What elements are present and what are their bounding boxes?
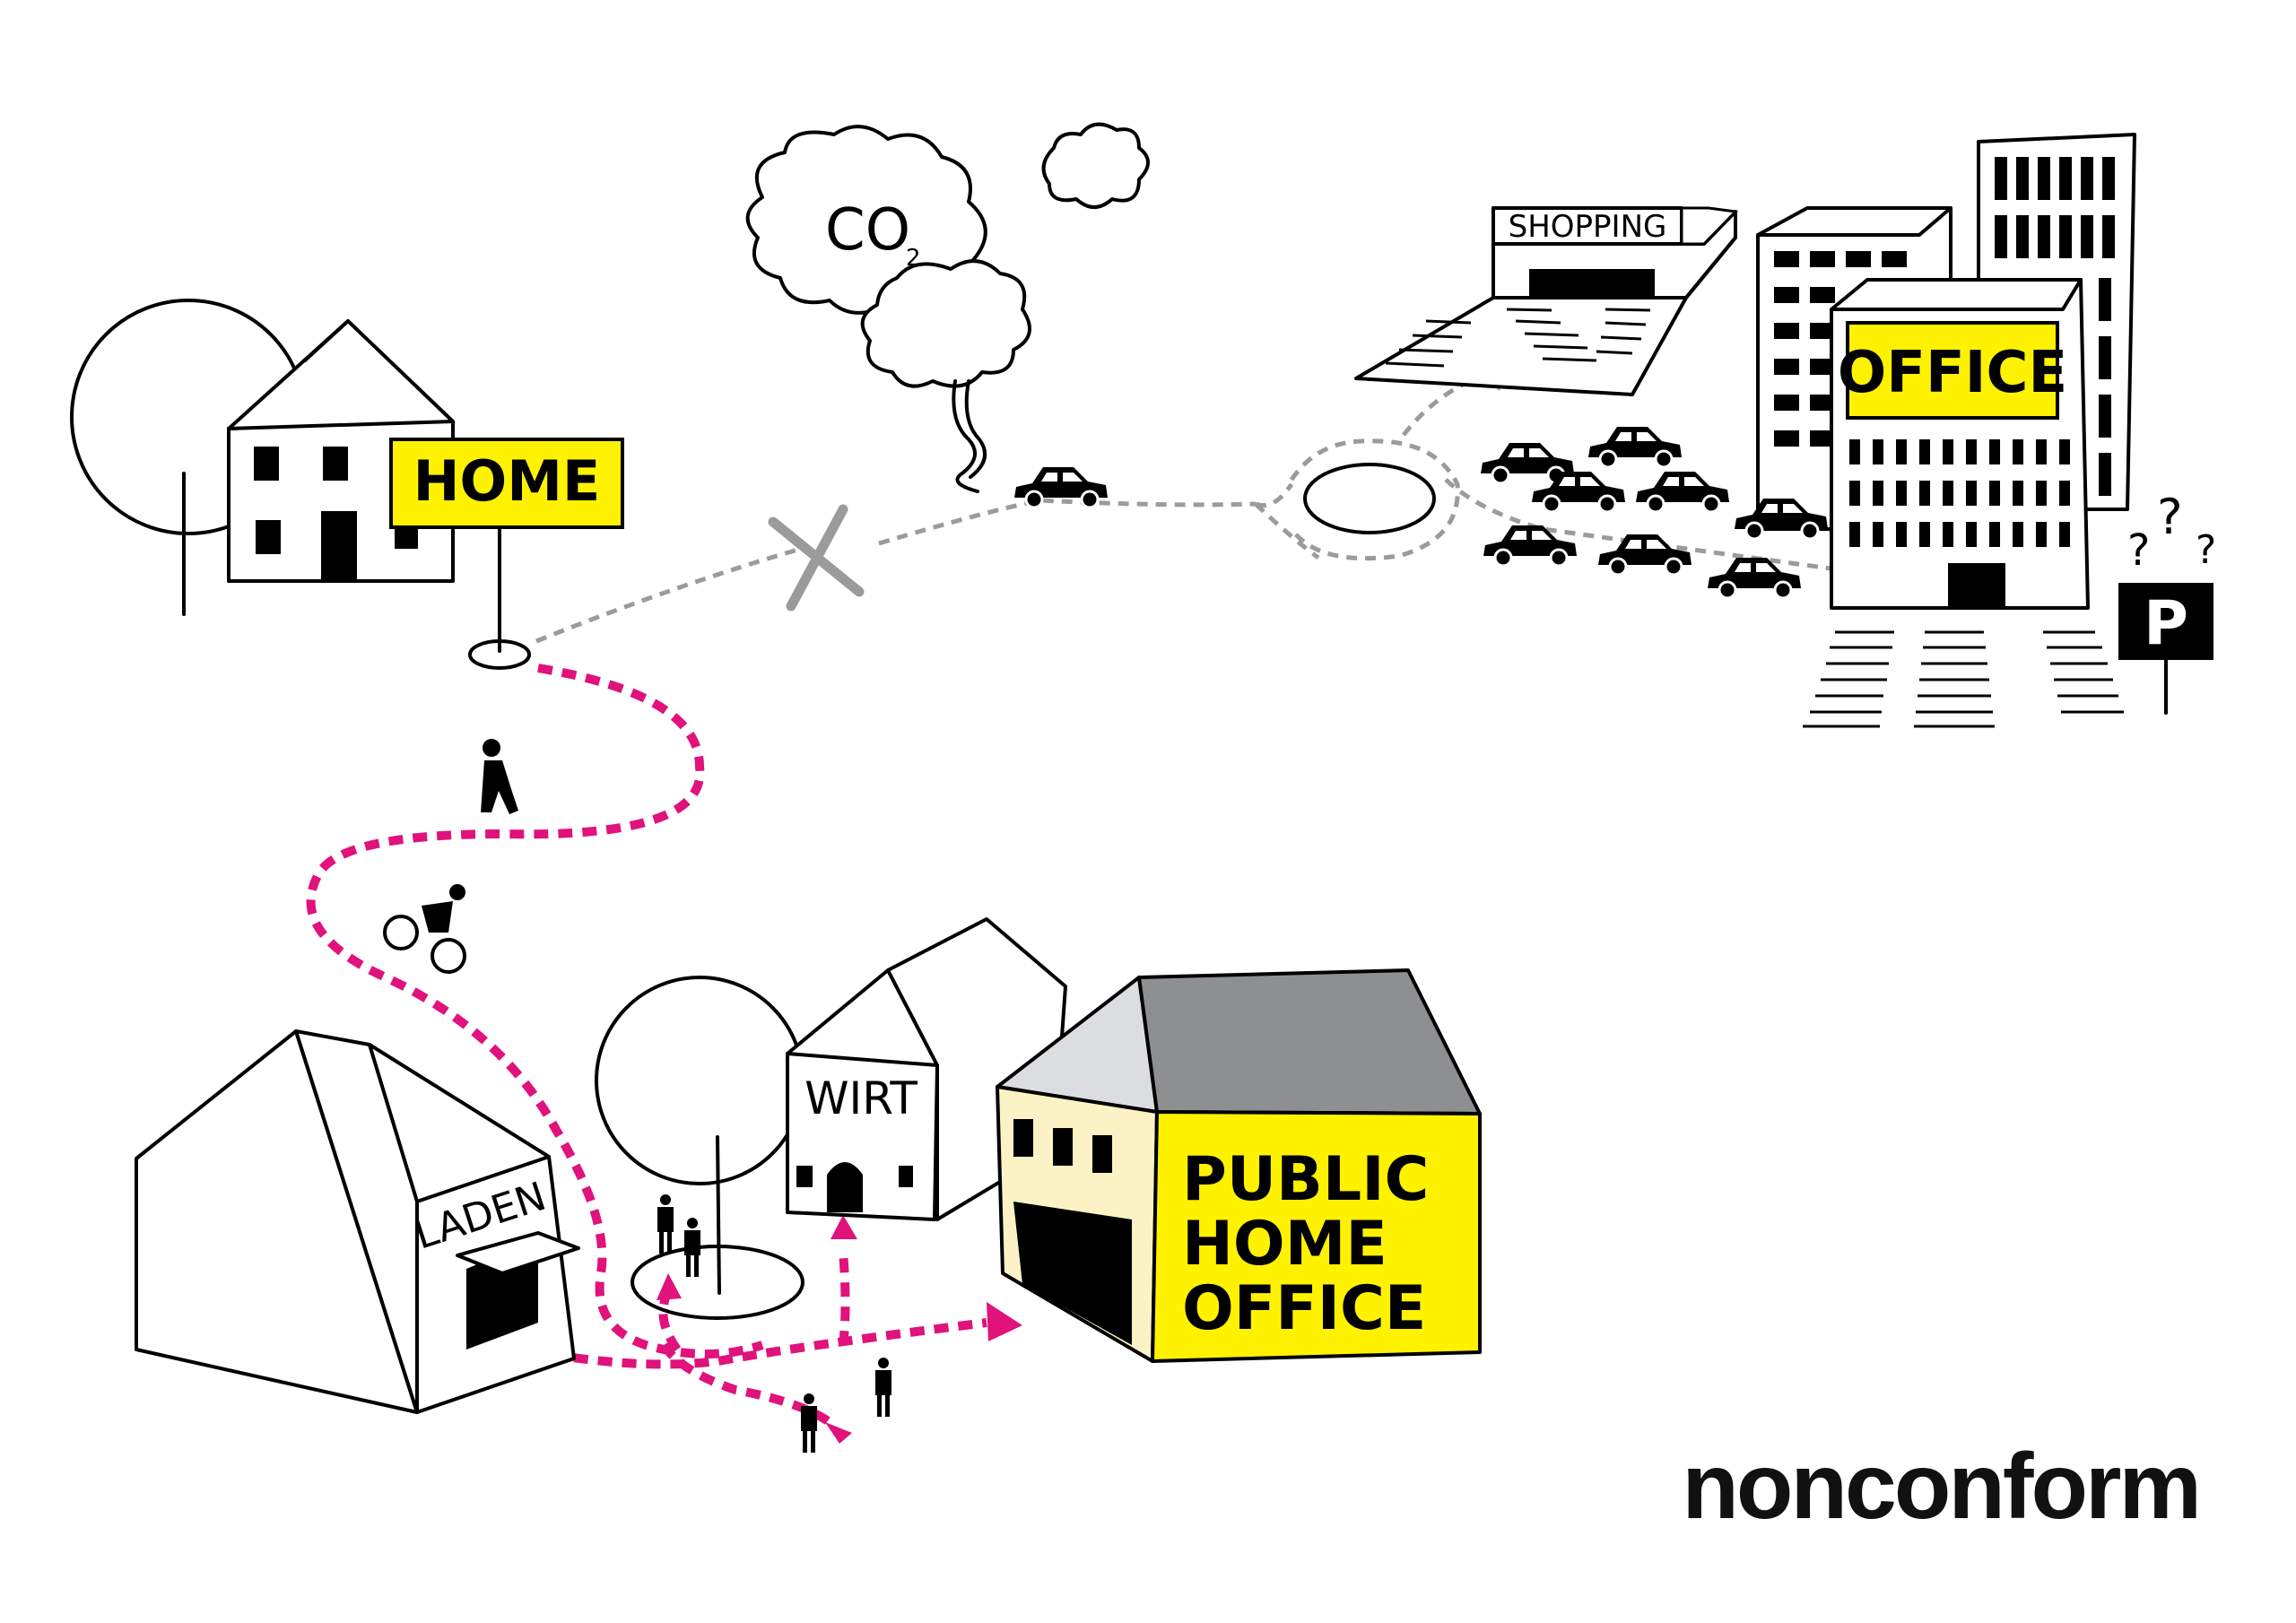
wirt-sign-label: WIRT [804, 1072, 918, 1124]
public-home-office-building: PUBLIC HOME OFFICE [996, 968, 1482, 1363]
cloud-icon [1041, 122, 1150, 209]
cyclist-icon [383, 884, 466, 974]
public-home-office-line2: HOME [1182, 1209, 1387, 1280]
tree-icon [595, 976, 804, 1185]
question-mark: ? [2157, 489, 2183, 545]
laden-shop: LADEN [135, 1029, 580, 1414]
co2-cloud: CO 2 [745, 122, 1150, 493]
car-icon [1482, 524, 1578, 568]
question-mark: ? [2127, 525, 2150, 576]
public-home-office-line1: PUBLIC [1182, 1144, 1429, 1215]
car-icon [1013, 465, 1109, 509]
public-home-office-line3: OFFICE [1182, 1273, 1426, 1344]
person-icon [657, 1194, 674, 1254]
car-icon [1530, 470, 1627, 514]
co2-label: CO [825, 197, 910, 264]
shopping-center: SHOPPING [1354, 206, 1739, 396]
cloud-icon [860, 259, 1031, 388]
office-sign-label: OFFICE [1838, 340, 2067, 406]
roundabout-island [1303, 463, 1436, 534]
parking-sign-icon: P ? ? ? [2118, 489, 2216, 715]
people [657, 1194, 891, 1453]
wirt-inn: WIRT [595, 917, 1067, 1320]
shopping-sign-label: SHOPPING [1509, 209, 1667, 245]
home-sign: HOME [389, 438, 624, 670]
question-mark: ? [2196, 527, 2216, 573]
person-icon [684, 1218, 700, 1277]
office-towers: OFFICE [1756, 133, 2136, 728]
car-icon [1587, 425, 1683, 469]
person-icon [801, 1393, 817, 1453]
parking-sign-label: P [2144, 588, 2188, 659]
person-icon [875, 1358, 891, 1417]
car-icon [1634, 470, 1731, 514]
pedestrian-icon [481, 739, 518, 814]
car-icon [1706, 556, 1803, 600]
co2-subscript: 2 [906, 245, 921, 272]
nonconform-logo: nonconform [1682, 1435, 2202, 1539]
cross-icon [768, 504, 865, 612]
home-sign-label: HOME [413, 448, 601, 514]
